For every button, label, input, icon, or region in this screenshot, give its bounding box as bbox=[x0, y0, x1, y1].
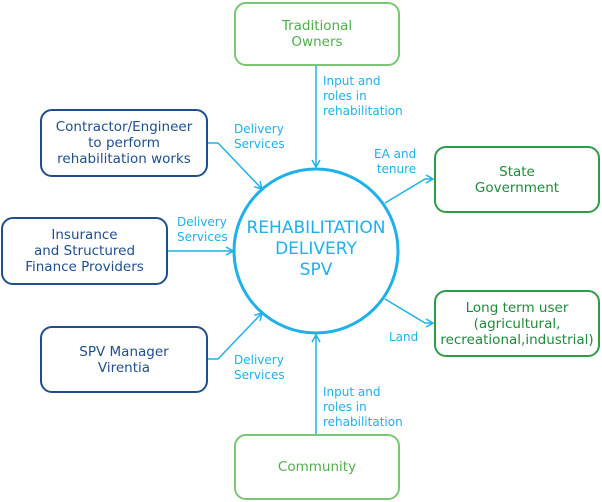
node-spv-manager: SPV Manager Virentia bbox=[40, 326, 208, 393]
edge-state-government bbox=[384, 174, 435, 204]
edge-label-long-term-user: Land bbox=[389, 330, 419, 344]
node-label: State Government bbox=[474, 163, 560, 196]
node-long-term-user: Long term user (agricultural, recreation… bbox=[434, 290, 600, 357]
edge-contractor bbox=[208, 142, 264, 191]
node-community: Community bbox=[234, 434, 400, 500]
edge-label-contractor: Delivery Services bbox=[234, 122, 285, 151]
node-label: Insurance and Structured Finance Provide… bbox=[25, 227, 144, 275]
edge-label-state-government: EA and tenure bbox=[374, 147, 417, 176]
node-label: Contractor/Engineer to perform rehabilit… bbox=[55, 119, 193, 167]
node-label: Long term user (agricultural, recreation… bbox=[440, 299, 594, 348]
edge-label-spv-manager: Delivery Services bbox=[234, 353, 285, 382]
edge-label-community: Input and roles in rehabilitation bbox=[323, 385, 403, 429]
center-line: DELIVERY bbox=[275, 239, 357, 259]
center-label: REHABILITATION DELIVERY SPV bbox=[233, 218, 399, 281]
center-line: REHABILITATION bbox=[246, 218, 386, 238]
edge-long-term-user bbox=[384, 298, 435, 328]
node-traditional-owners: Traditional Owners bbox=[234, 2, 400, 66]
node-label: Community bbox=[277, 459, 357, 475]
edge-label-insurance: Delivery Services bbox=[177, 215, 228, 244]
node-label: SPV Manager Virentia bbox=[79, 343, 169, 376]
edge-spv-manager bbox=[208, 311, 264, 360]
node-contractor: Contractor/Engineer to perform rehabilit… bbox=[40, 109, 208, 177]
edge-label-traditional-owners: Input and roles in rehabilitation bbox=[323, 74, 403, 118]
node-label: Traditional Owners bbox=[281, 18, 353, 50]
center-line: SPV bbox=[299, 260, 333, 280]
node-insurance: Insurance and Structured Finance Provide… bbox=[1, 217, 168, 285]
node-state-government: State Government bbox=[434, 146, 600, 213]
